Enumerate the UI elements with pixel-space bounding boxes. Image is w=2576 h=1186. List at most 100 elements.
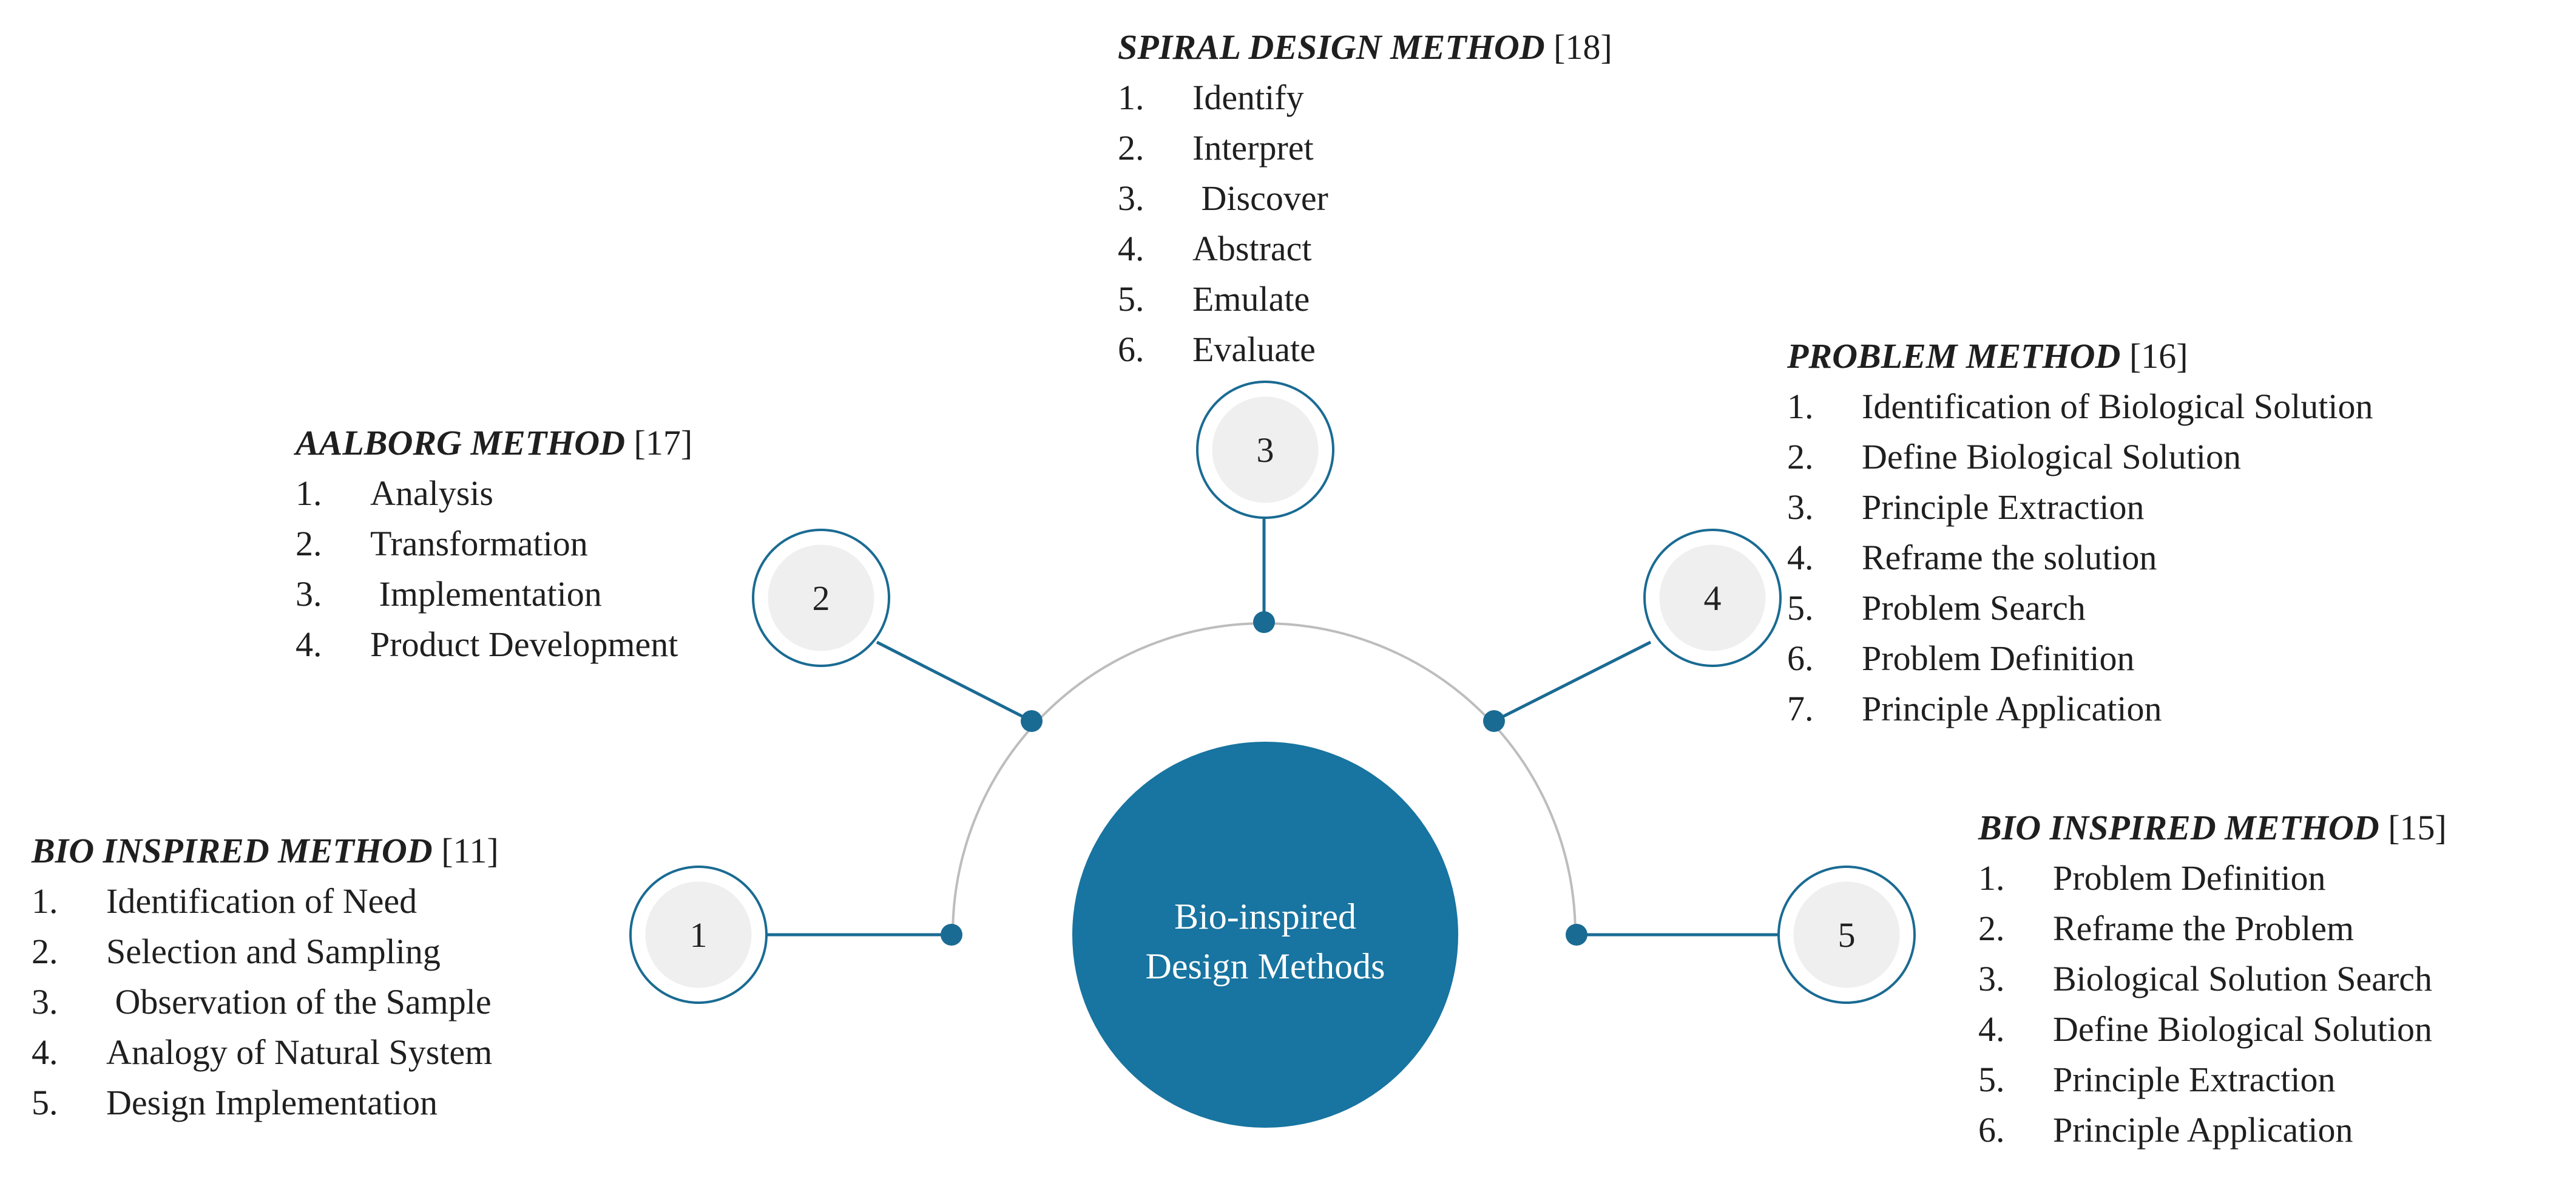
step-item: 1. Identification of Need	[32, 876, 499, 926]
method-title: BIO INSPIRED METHOD	[1978, 808, 2379, 847]
arc-dot-5	[1566, 924, 1587, 946]
step-item: 4.Define Biological Solution	[1978, 1004, 2447, 1054]
step-number: 2.	[32, 932, 58, 971]
step-text: Define Biological Solution	[1862, 437, 2242, 476]
step-item: 2.Reframe the Problem	[1978, 903, 2447, 954]
step-item: 6. Problem Definition	[1787, 633, 2373, 683]
connector-4	[1493, 640, 1652, 723]
method-heading: SPIRAL DESIGN METHOD [18]	[1118, 22, 1612, 72]
step-item: 3. Observation of the Sample	[32, 977, 499, 1027]
method-heading: PROBLEM METHOD [16]	[1787, 331, 2373, 381]
step-item: 4. Reframe the solution	[1787, 532, 2373, 583]
step-text: Principle Extraction	[2053, 1060, 2336, 1099]
step-item: 2. Selection and Sampling	[32, 926, 499, 977]
step-item: 5. Emulate	[1118, 274, 1612, 324]
step-number: 3.	[1118, 178, 1144, 218]
step-text: Identify	[1192, 78, 1304, 117]
step-text: Product Development	[370, 625, 678, 664]
step-text: Discover	[1192, 178, 1328, 218]
node-5-number: 5	[1838, 915, 1856, 955]
method-title: AALBORG METHOD	[296, 423, 626, 463]
step-item: 5. Principle Extraction	[1978, 1054, 2447, 1105]
step-number: 1.	[1787, 387, 1814, 426]
step-number: 3.	[1787, 487, 1814, 527]
method-reference: [15]	[2388, 808, 2447, 847]
method-reference: [18]	[1553, 27, 1612, 67]
connector-2	[876, 640, 1033, 723]
method-heading: BIO INSPIRED METHOD [15]	[1978, 802, 2447, 853]
method-reference: [11]	[441, 831, 499, 870]
step-item: 5. Problem Search	[1787, 583, 2373, 633]
center-label-line2: Design Methods	[1146, 946, 1385, 986]
step-text: Principle Application	[2053, 1110, 2353, 1150]
step-text: Interpret	[1192, 128, 1314, 168]
method-block-4: PROBLEM METHOD [16] 1.Identification of …	[1787, 331, 2373, 734]
step-item: 4. Abstract	[1118, 223, 1612, 274]
node-2: 2	[752, 529, 890, 667]
arc-dot-4	[1483, 710, 1505, 732]
step-item: 2. Define Biological Solution	[1787, 432, 2373, 482]
step-text: Design Implementation	[106, 1083, 438, 1122]
method-title: SPIRAL DESIGN METHOD	[1118, 27, 1545, 67]
step-text: Analysis	[370, 473, 493, 513]
arc-dot-3	[1253, 611, 1275, 633]
step-text: Implementation	[370, 574, 602, 614]
method-title: PROBLEM METHOD	[1787, 336, 2121, 376]
step-item: 3.Biological Solution Search	[1978, 954, 2447, 1004]
step-text: Problem Definition	[1862, 639, 2135, 678]
step-number: 4.	[1787, 538, 1814, 577]
step-item: 6.Principle Application	[1978, 1105, 2447, 1155]
step-number: 5.	[1787, 588, 1814, 628]
step-number: 3.	[32, 982, 58, 1022]
step-text: Problem Search	[1862, 588, 2086, 628]
method-block-3: SPIRAL DESIGN METHOD [18] 1.Identify 2. I…	[1118, 22, 1612, 374]
step-item: 3. Discover	[1118, 173, 1612, 223]
step-number: 6.	[1787, 639, 1814, 678]
step-text: Selection and Sampling	[106, 932, 441, 971]
center-hub	[1072, 742, 1458, 1128]
step-text: Reframe the solution	[1862, 538, 2157, 577]
step-number: 5.	[1118, 279, 1144, 319]
node-3-number: 3	[1257, 430, 1274, 470]
step-item: 2.Transformation	[296, 518, 692, 569]
step-item: 6.Evaluate	[1118, 324, 1612, 374]
step-text: Principle Application	[1862, 689, 2162, 728]
step-item: 1.Problem Definition	[1978, 853, 2447, 903]
step-number: 4.	[32, 1032, 58, 1072]
node-3: 3	[1196, 381, 1334, 519]
step-number: 2.	[1118, 128, 1144, 168]
step-number: 3.	[296, 574, 322, 614]
node-4-number: 4	[1704, 578, 1722, 618]
step-text: Abstract	[1192, 229, 1312, 268]
step-text: Emulate	[1192, 279, 1310, 319]
step-text: Analogy of Natural System	[106, 1032, 493, 1072]
step-number: 7.	[1787, 689, 1814, 728]
step-item: 4. Analogy of Natural System	[32, 1027, 499, 1077]
step-number: 4.	[1978, 1009, 2005, 1049]
method-steps: 1.Problem Definition 2.Reframe the Probl…	[1978, 853, 2447, 1155]
step-item: 1.Identify	[1118, 72, 1612, 123]
step-item: 1.Identification of Biological Solution	[1787, 381, 2373, 432]
method-reference: [16]	[2129, 336, 2188, 376]
step-number: 1.	[1978, 858, 2005, 898]
arc-dot-1	[941, 924, 962, 946]
step-number: 2.	[1787, 437, 1814, 476]
step-item: 1.Analysis	[296, 468, 692, 518]
step-number: 4.	[1118, 229, 1144, 268]
arc-dot-2	[1021, 710, 1043, 732]
step-text: Evaluate	[1192, 330, 1316, 369]
method-block-5: BIO INSPIRED METHOD [15] 1.Problem Defin…	[1978, 802, 2447, 1155]
step-item: 3.Principle Extraction	[1787, 482, 2373, 532]
method-steps: 1.Identify 2. Interpret 3. Discover 4. Abs…	[1118, 72, 1612, 374]
step-text: Biological Solution Search	[2053, 959, 2433, 998]
node-2-number: 2	[813, 578, 830, 618]
step-text: Identification of Need	[106, 881, 418, 921]
method-reference: [17]	[634, 423, 693, 463]
step-text: Transformation	[370, 524, 588, 563]
step-item: 3. Implementation	[296, 569, 692, 619]
method-title: BIO INSPIRED METHOD	[32, 831, 433, 870]
step-number: 5.	[1978, 1060, 2005, 1099]
step-number: 1.	[32, 881, 58, 921]
